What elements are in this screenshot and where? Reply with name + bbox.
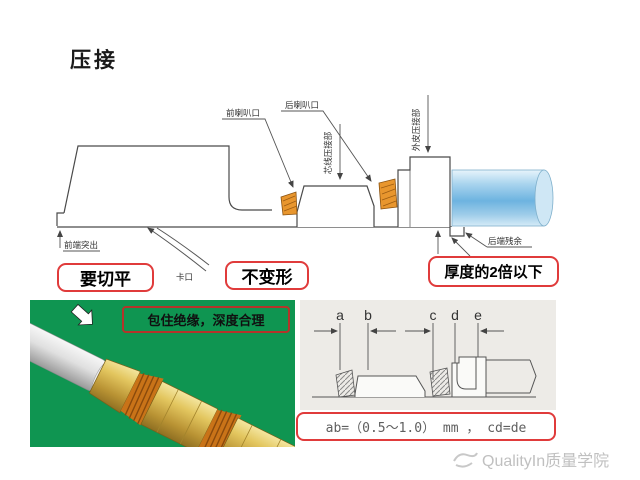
label-rear-bell-mouth: 后喇叭口 xyxy=(285,100,319,110)
dim-letter-c: c xyxy=(430,307,437,323)
terminal-3d xyxy=(30,321,295,447)
label-rear-end-residual: 后端残余 xyxy=(488,236,523,246)
dim-letter-e: e xyxy=(474,307,482,323)
locking-lance-lines xyxy=(147,227,210,272)
formula-box: ab=（0.5～1.0） mm ， cd=de xyxy=(296,412,556,441)
dim-letter-d: d xyxy=(451,307,459,323)
terminal-body-outline xyxy=(56,145,465,237)
callout-cut-flat: 要切平 xyxy=(57,263,154,292)
label-locking-lance: 卡口 xyxy=(176,272,193,282)
dimension-drawing: a b c d e xyxy=(312,307,537,398)
callout-no-deformation: 不变形 xyxy=(225,261,309,290)
dim-letter-a: a xyxy=(336,307,344,323)
dimension-lines xyxy=(314,323,504,380)
label-insulation-crimp-section: 外皮压接部 xyxy=(411,108,421,151)
photo-caption: 包住绝缘，深度合理 xyxy=(122,306,290,333)
watermark: QualityIn质量学院 xyxy=(452,447,609,471)
qualityin-logo-icon xyxy=(453,452,478,468)
dimension-diagram: a b c d e xyxy=(300,300,556,410)
dim-letter-b: b xyxy=(364,307,372,323)
label-core-crimp-section: 芯线压接部 xyxy=(323,131,333,174)
label-front-bell-mouth: 前喇叭口 xyxy=(226,108,260,118)
crimp-photo: 包住绝缘，深度合理 xyxy=(30,300,295,447)
terminal-profile xyxy=(312,356,537,398)
crimp-photo-render xyxy=(30,303,295,447)
label-front-end-protrusion: 前端突出 xyxy=(64,240,98,250)
pointer-arrow-icon xyxy=(70,303,93,326)
callout-thickness-limit: 厚度的2倍以下 xyxy=(428,256,559,287)
crimp-terminal-diagram: 前喇叭口 后喇叭口 芯线压接部 外皮压接部 前端突出 卡口 后端残余 xyxy=(56,95,554,282)
copper-strands xyxy=(280,178,398,216)
leader-lines xyxy=(57,95,532,257)
blue-wire xyxy=(451,169,554,227)
page-title: 压接 xyxy=(70,49,118,72)
watermark-text: QualityIn质量学院 xyxy=(482,453,610,470)
